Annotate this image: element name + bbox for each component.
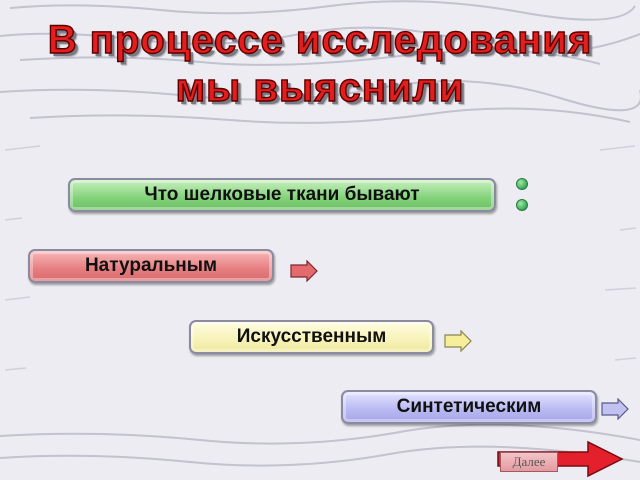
arrow-right-icon[interactable] (444, 330, 472, 352)
option-artificial-button[interactable]: Искусственным (189, 320, 434, 354)
next-button[interactable]: Далее (500, 452, 558, 472)
option-synthetic-button[interactable]: Синтетическим (341, 390, 597, 424)
statement-box: Что шелковые ткани бывают (68, 178, 496, 212)
page-title-line-1: В процессе исследования (47, 17, 593, 62)
arrow-right-icon[interactable] (601, 398, 629, 420)
option-natural-button[interactable]: Натуральным (28, 249, 274, 283)
colon-icon (516, 178, 528, 220)
arrow-right-icon[interactable] (290, 260, 318, 282)
page-title-line-2: мы выяснили (175, 65, 465, 110)
